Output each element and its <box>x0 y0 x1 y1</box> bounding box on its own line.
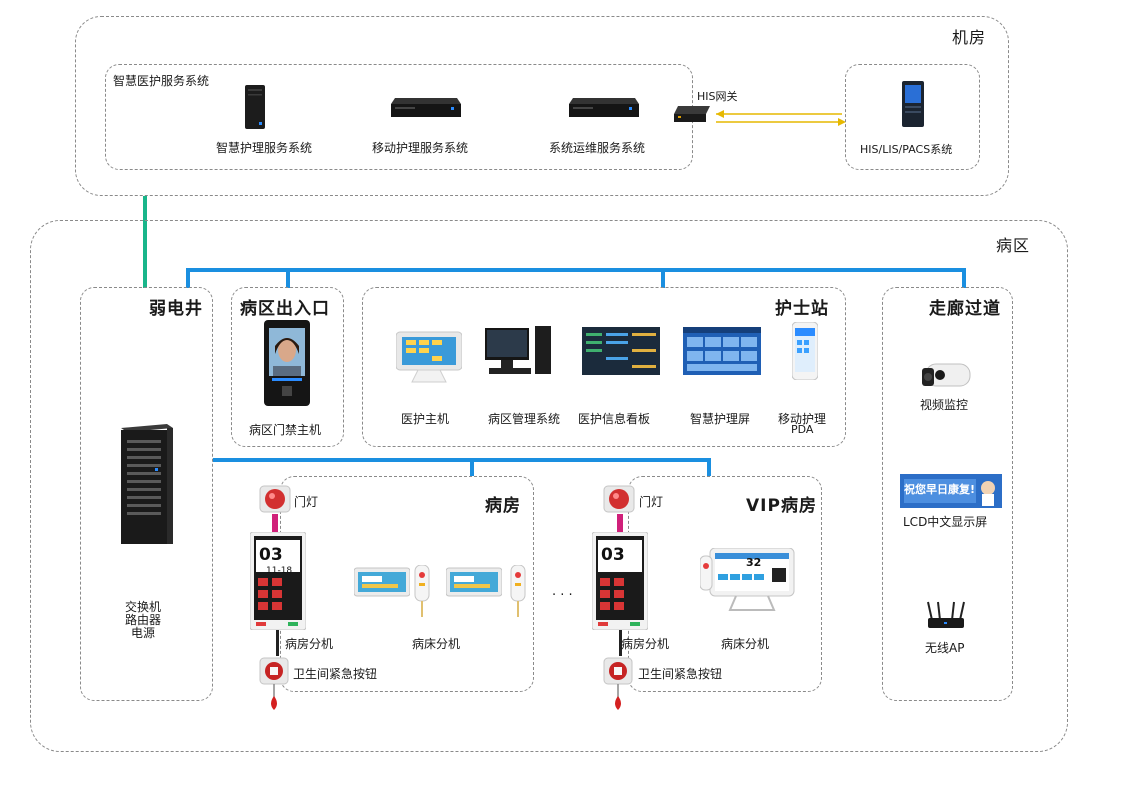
network-cabinet-icon <box>117 424 173 544</box>
camera-icon <box>920 360 972 390</box>
nurse-device-label-1: 医护主机 <box>401 412 450 426</box>
access-control-terminal-icon <box>264 320 310 406</box>
equipment-switch: 交换机 <box>125 600 162 614</box>
server-label-2: 移动护理服务系统 <box>372 141 469 155</box>
bus-drop-nurse <box>661 268 665 288</box>
vip-door-light-cable <box>617 514 623 532</box>
ward-region <box>30 220 1068 752</box>
vip-room-unit-cable <box>619 630 622 656</box>
room-bus-line <box>213 458 711 462</box>
his-gateway-label: HIS网关 <box>697 90 738 103</box>
vip-room-unit-label: 病房分机 <box>621 637 670 651</box>
bus-drop-ward <box>470 458 474 476</box>
server-label-1: 智慧护理服务系统 <box>216 141 313 155</box>
vip-bed-tablet-icon <box>700 548 796 614</box>
rack-server-icon <box>569 96 639 118</box>
nurse-device-label-4: 智慧护理屏 <box>690 412 751 426</box>
bed-unit-label: 病床分机 <box>412 637 461 651</box>
emergency-button-icon <box>258 656 290 712</box>
corridor-device-label-1: 视频监控 <box>920 398 969 412</box>
nurse-call-handset-icon <box>509 565 527 617</box>
bed-unit-icon-1 <box>354 566 410 598</box>
door-light-icon <box>258 484 292 514</box>
machine-room-region <box>75 16 1009 196</box>
vip-emergency-label: 卫生间紧急按钮 <box>638 667 723 681</box>
nurse-station-title: 护士站 <box>775 299 829 319</box>
nurse-host-icon <box>396 330 462 384</box>
more-rooms-ellipsis: · · · <box>552 588 573 603</box>
room-unit-cable <box>276 630 279 656</box>
smart-screen-icon <box>683 327 761 375</box>
corridor-group <box>882 287 1013 701</box>
info-board-icon <box>582 327 660 375</box>
vip-room-title: VIP病房 <box>746 496 817 516</box>
desktop-computer-icon <box>485 326 551 376</box>
nurse-device-label-3: 医护信息看板 <box>578 412 651 426</box>
data-exchange-arrows <box>712 110 848 126</box>
corridor-device-label-3: 无线AP <box>925 641 965 655</box>
bus-drop-entrance <box>186 268 190 288</box>
his-system-group <box>845 64 980 170</box>
entrance-title: 病区出入口 <box>240 299 330 319</box>
his-server-icon <box>901 80 925 128</box>
his-system-label: HIS/LIS/PACS系统 <box>860 143 953 156</box>
bus-drop-corridor <box>962 268 966 288</box>
lcd-display-icon <box>900 474 1002 508</box>
ward-title: 病区 <box>996 236 1031 255</box>
weak-well-group <box>80 287 213 701</box>
corridor-title: 走廊过道 <box>929 299 1001 319</box>
room-unit-terminal-icon <box>250 532 306 630</box>
bed-unit-icon-2 <box>446 566 502 598</box>
uplink-line <box>143 196 147 288</box>
smart-system-title: 智慧医护服务系统 <box>113 74 210 88</box>
tower-server-icon <box>244 84 266 130</box>
room-unit-label: 病房分机 <box>285 637 334 651</box>
entrance-device-label: 病区门禁主机 <box>249 423 322 437</box>
vip-door-light-label: 门灯 <box>639 495 664 509</box>
bus-drop-entrance-2 <box>286 268 290 288</box>
machine-room-title: 机房 <box>952 28 987 47</box>
ward-bus-line <box>186 268 966 272</box>
emergency-label: 卫生间紧急按钮 <box>293 667 378 681</box>
vip-room-unit-screen-number: 03 <box>601 545 625 565</box>
door-light-cable <box>272 514 278 532</box>
room-unit-screen-date: 11-18 <box>266 566 293 576</box>
nurse-device-label-6: PDA <box>791 423 814 436</box>
equipment-power: 电源 <box>131 626 156 640</box>
pda-icon <box>792 322 818 380</box>
entrance-group <box>231 287 344 447</box>
vip-bed-unit-label: 病床分机 <box>721 637 770 651</box>
gateway-device-icon <box>672 102 712 126</box>
wireless-ap-icon <box>926 600 966 632</box>
room-unit-screen-number: 03 <box>259 545 283 565</box>
vip-room-unit-terminal-icon <box>592 532 648 630</box>
nurse-device-label-2: 病区管理系统 <box>488 412 561 426</box>
ward-room-title: 病房 <box>485 496 521 516</box>
vip-emergency-button-icon <box>602 656 634 712</box>
rack-server-icon <box>391 96 461 118</box>
vip-tablet-screen-number: 32 <box>746 556 762 569</box>
server-label-3: 系统运维服务系统 <box>549 141 646 155</box>
weak-well-title: 弱电井 <box>149 299 203 319</box>
nurse-call-handset-icon <box>413 565 431 617</box>
bus-drop-vip <box>707 458 711 476</box>
nurse-device-label-5: 移动护理 <box>778 412 827 426</box>
equipment-router: 路由器 <box>125 613 162 627</box>
door-light-label: 门灯 <box>294 495 319 509</box>
nurse-station-group <box>362 287 846 447</box>
lcd-display-text: 祝您早日康复! <box>904 483 976 496</box>
door-light-icon <box>602 484 636 514</box>
corridor-device-label-2: LCD中文显示屏 <box>903 515 988 529</box>
